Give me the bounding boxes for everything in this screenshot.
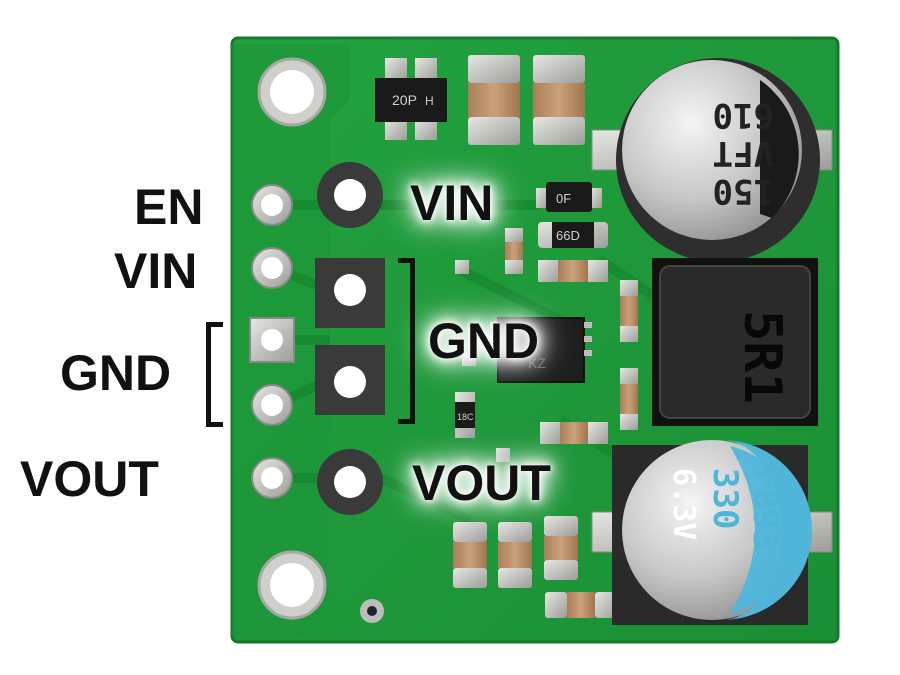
top-cap-marking-1: 150: [713, 171, 774, 211]
pin-label-en: EN: [134, 179, 204, 235]
pin-hole-vout: [251, 457, 293, 499]
small-ic: 0F: [536, 182, 602, 212]
ceramic-cap-top-1: [468, 55, 520, 145]
top-ic-marking: 20P: [392, 92, 417, 108]
top-cap-marking-2: VFT: [713, 133, 774, 173]
via-bottom: [360, 599, 384, 623]
board-label-vout: VOUT: [412, 455, 551, 511]
inductor-marking: 5R1: [732, 310, 792, 404]
gnd-bracket-left: [206, 322, 223, 427]
inductor: 5R1: [652, 258, 818, 426]
terminal-vout: [317, 449, 383, 515]
electrolytic-cap-bottom: F093 330 6.3V: [591, 440, 833, 625]
main-ic-marking: KZ: [528, 355, 546, 371]
top-ic: 20P H: [375, 58, 447, 140]
terminal-holes: [315, 162, 385, 515]
gnd-bracket-right: [398, 258, 415, 424]
small-diode: 18C: [455, 392, 475, 438]
top-ic-suffix: H: [425, 94, 434, 108]
main-ic: KZ: [490, 317, 592, 383]
diode-marking: 66D: [556, 228, 580, 243]
pin-hole-en: [251, 184, 293, 226]
top-cap-marking-3: 610: [713, 95, 774, 135]
ceramic-cap-bottom-4: [545, 592, 617, 618]
terminal-gnd-2: [315, 345, 385, 415]
header-pin-holes: [249, 184, 295, 499]
board-label-vin: VIN: [410, 175, 494, 231]
ceramic-cap-bottom-1: [453, 522, 487, 588]
terminal-vin: [317, 162, 383, 228]
bottom-cap-marking-2: 6.3V: [666, 468, 701, 540]
small-diode-marking: 18C: [457, 412, 474, 422]
pin-hole-gnd-2: [251, 384, 293, 426]
pin-label-gnd: GND: [60, 345, 172, 401]
pin-label-vout: VOUT: [20, 451, 159, 507]
electrolytic-cap-top: 150 VFT 610: [591, 58, 833, 262]
mounting-hole-bottom: [257, 550, 327, 620]
diode-66d: 66D: [538, 222, 608, 248]
bottom-cap-marking-1: 330: [705, 468, 745, 529]
passive-components: [455, 228, 638, 462]
ceramic-cap-bottom-2: [498, 522, 532, 588]
terminal-gnd-1: [315, 258, 385, 328]
ceramic-cap-bottom-3: [544, 516, 578, 580]
ceramic-cap-top-2: [533, 55, 585, 145]
pin-hole-vin: [251, 247, 293, 289]
board-label-gnd: GND: [428, 313, 540, 369]
small-ic-marking: 0F: [556, 191, 571, 206]
pin-hole-gnd-1: [249, 317, 295, 363]
bottom-cap-marking-3: F093: [745, 468, 785, 550]
pin-label-vin: VIN: [114, 243, 198, 299]
mounting-hole-top: [257, 57, 327, 127]
